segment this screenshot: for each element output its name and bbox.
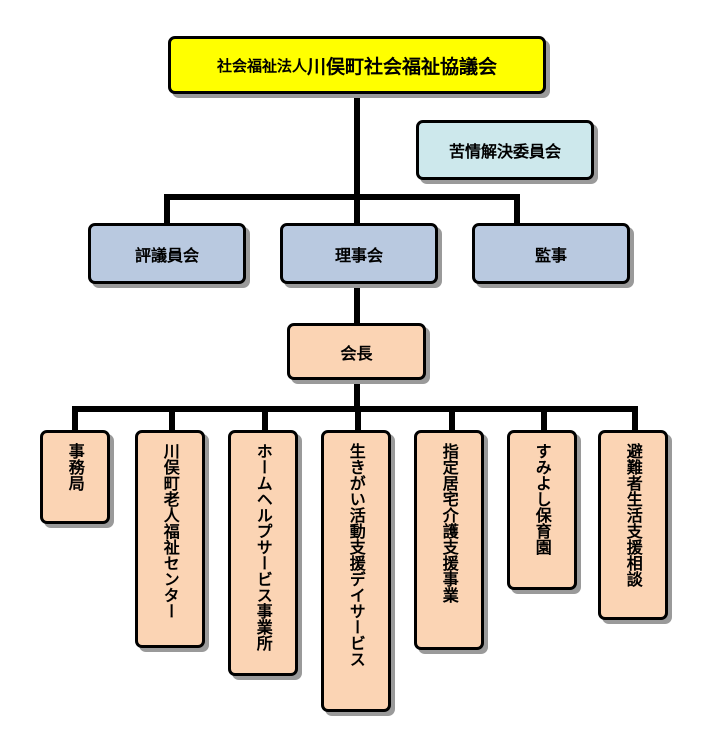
department-label: 指定居宅介護支援事業 xyxy=(439,443,459,603)
department-label: 川俣町老人福祉センター xyxy=(160,443,180,619)
department-box-secretariat: 事務局 xyxy=(40,430,110,524)
board-of-directors-box: 理事会 xyxy=(280,223,438,284)
department-box-evacuee-support: 避難者生活支援相談 xyxy=(598,430,668,620)
department-label: 事務局 xyxy=(65,443,85,491)
department-label: すみよし保育園 xyxy=(532,443,552,555)
top-organization-name: 川俣町社会福祉協議会 xyxy=(307,55,498,78)
department-box-sumiyoshi-nursery: すみよし保育園 xyxy=(507,430,577,590)
top-organization-box: 社会福祉法人川俣町社会福祉協議会 xyxy=(168,36,546,94)
councilors-box: 評議員会 xyxy=(88,223,246,284)
chairman-box: 会長 xyxy=(287,323,426,380)
top-organization-prefix: 社会福祉法人 xyxy=(216,56,307,75)
department-box-home-help-service: ホームヘルプサービス事業所 xyxy=(228,430,298,676)
auditor-box: 監事 xyxy=(472,223,630,284)
department-box-home-care-support: 指定居宅介護支援事業 xyxy=(414,430,484,650)
complaint-committee-box: 苦情解決委員会 xyxy=(416,120,594,180)
department-label: 避難者生活支援相談 xyxy=(623,443,643,587)
department-label: ホームヘルプサービス事業所 xyxy=(253,443,273,651)
department-box-day-service: 生きがい活動支援デイサービス xyxy=(321,430,391,712)
department-box-elderly-welfare-center: 川俣町老人福祉センター xyxy=(135,430,205,648)
department-label: 生きがい活動支援デイサービス xyxy=(346,443,366,667)
